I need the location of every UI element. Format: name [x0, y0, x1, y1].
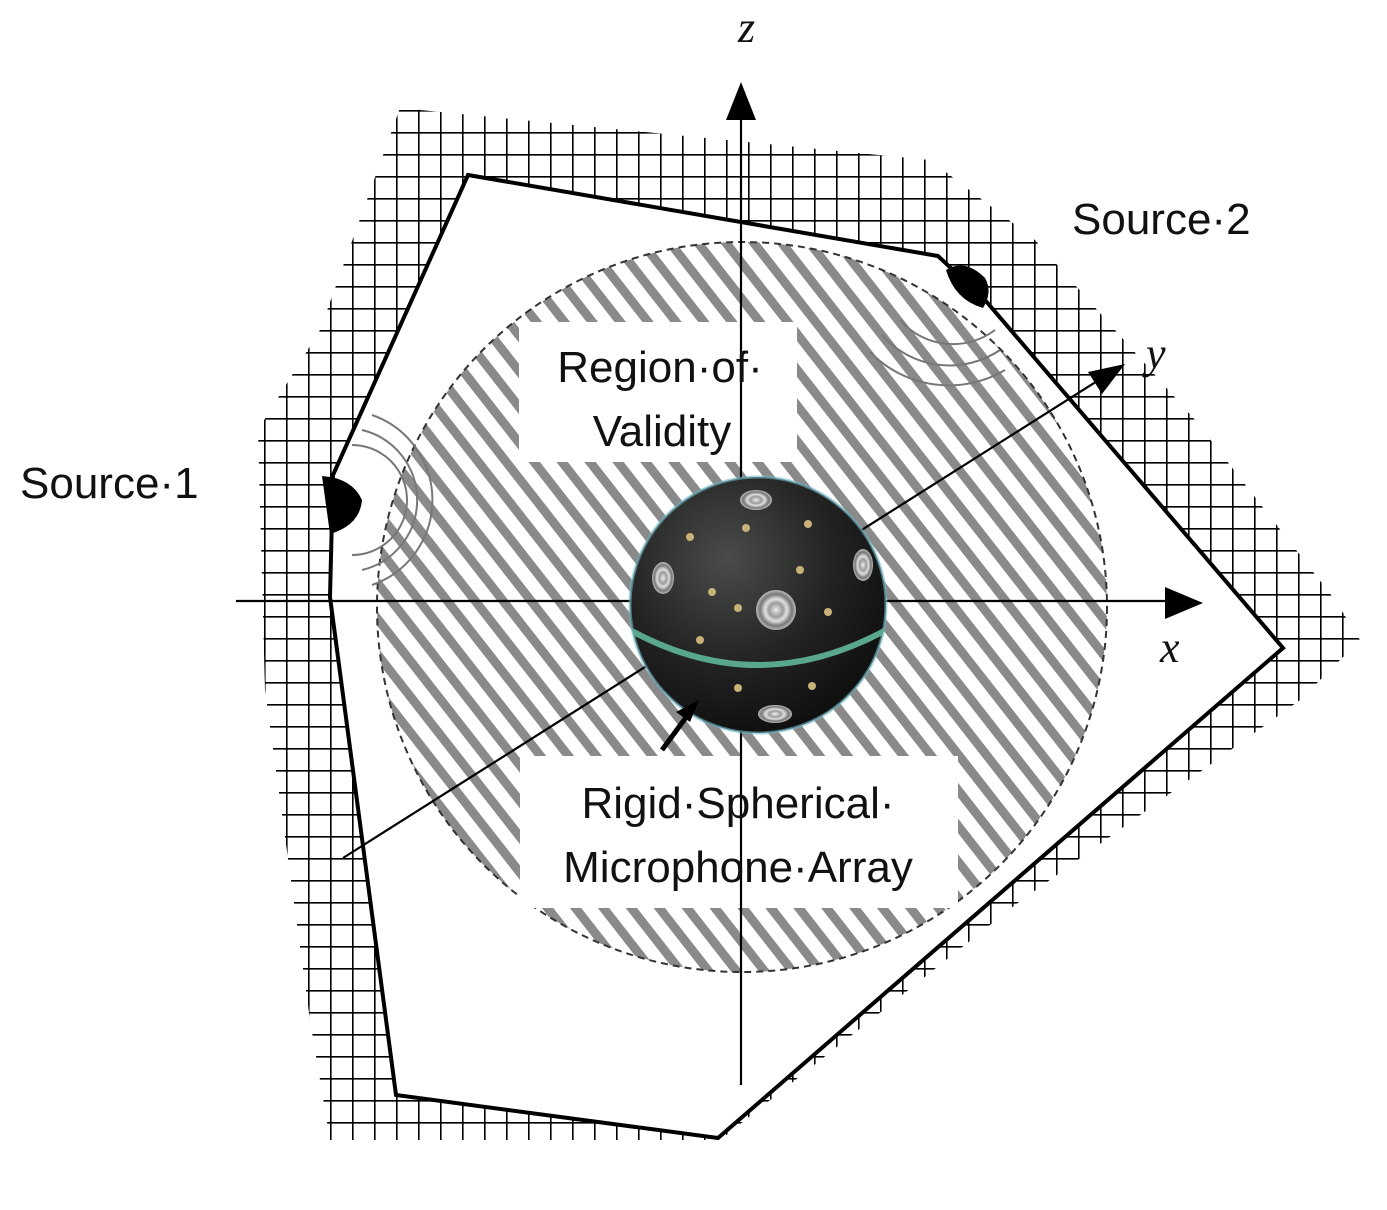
- spherical-microphone-array: [628, 475, 888, 735]
- y-axis-label: y: [1142, 329, 1166, 378]
- x-axis-arrowhead: [1165, 587, 1203, 619]
- source-2-wavefronts: [869, 319, 1006, 387]
- source-1-marker: [322, 476, 362, 534]
- array-label-line2: Microphone·Array: [563, 843, 913, 892]
- source-2-label: Source·2: [1072, 195, 1251, 244]
- source-2-marker: [946, 265, 989, 308]
- region-label-line1: Region·of·: [557, 343, 762, 392]
- region-label-background: [519, 322, 797, 462]
- z-axis-label: z: [737, 3, 755, 52]
- z-axis-arrowhead: [726, 82, 756, 120]
- source-1-label: Source·1: [20, 459, 199, 508]
- array-pointer-arrowhead: [676, 700, 699, 722]
- array-label-background: [520, 756, 958, 908]
- y-axis-arrowhead: [1088, 364, 1125, 394]
- x-axis-label: x: [1159, 623, 1180, 672]
- region-label-line2: Validity: [593, 407, 732, 456]
- microphone-capsules: [652, 490, 873, 723]
- source-1-wavefronts: [351, 414, 434, 586]
- array-label-line1: Rigid·Spherical·: [581, 779, 894, 828]
